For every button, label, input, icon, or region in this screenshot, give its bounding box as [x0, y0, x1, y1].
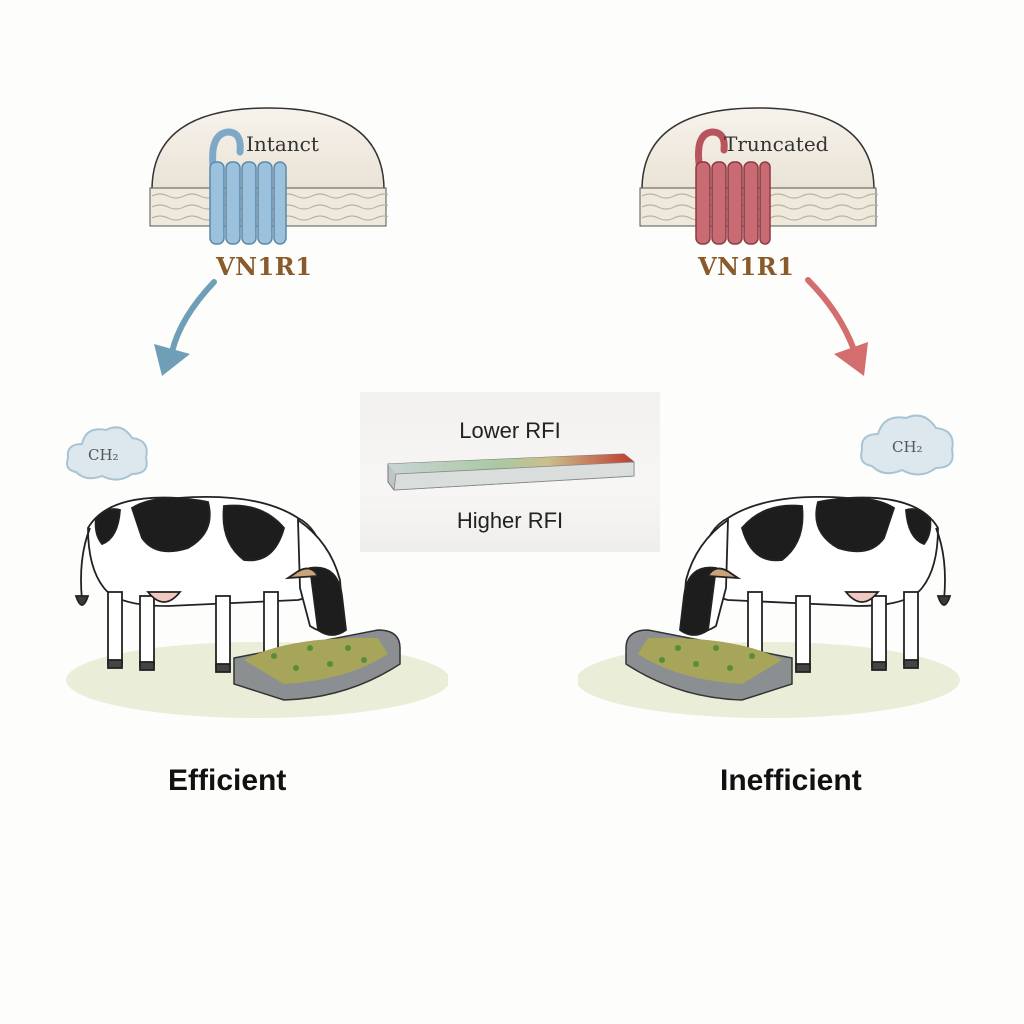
rfi-lower-label: Lower RFI [459, 418, 561, 443]
right-caption-inefficient: Inefficient [720, 764, 862, 797]
right-membrane-diagram [639, 107, 878, 245]
rfi-higher-label: Higher RFI [456, 508, 564, 533]
left-membrane-diagram [149, 107, 388, 245]
right-membrane-label: Truncated [724, 132, 829, 156]
left-cow-illustration [66, 495, 448, 718]
intact-receptor-icon [209, 128, 287, 245]
right-methane-cloud-icon [860, 414, 954, 476]
right-gene-label: VN1R1 [698, 252, 795, 281]
right-cow-illustration [578, 495, 960, 718]
left-down-arrow-icon [154, 279, 217, 376]
left-methane-label: CH₂ [88, 446, 119, 464]
right-methane-label: CH₂ [892, 438, 923, 456]
left-membrane-label: Intanct [246, 132, 319, 156]
rfi-scale-panel: Lower RFI Higher RFI [360, 392, 660, 552]
rfi-gradient-bar [387, 453, 635, 491]
truncated-receptor-icon [695, 128, 771, 245]
left-caption-efficient: Efficient [168, 764, 287, 797]
right-down-arrow-icon [805, 277, 868, 376]
left-gene-label: VN1R1 [216, 252, 313, 281]
left-methane-cloud-icon [66, 426, 148, 481]
